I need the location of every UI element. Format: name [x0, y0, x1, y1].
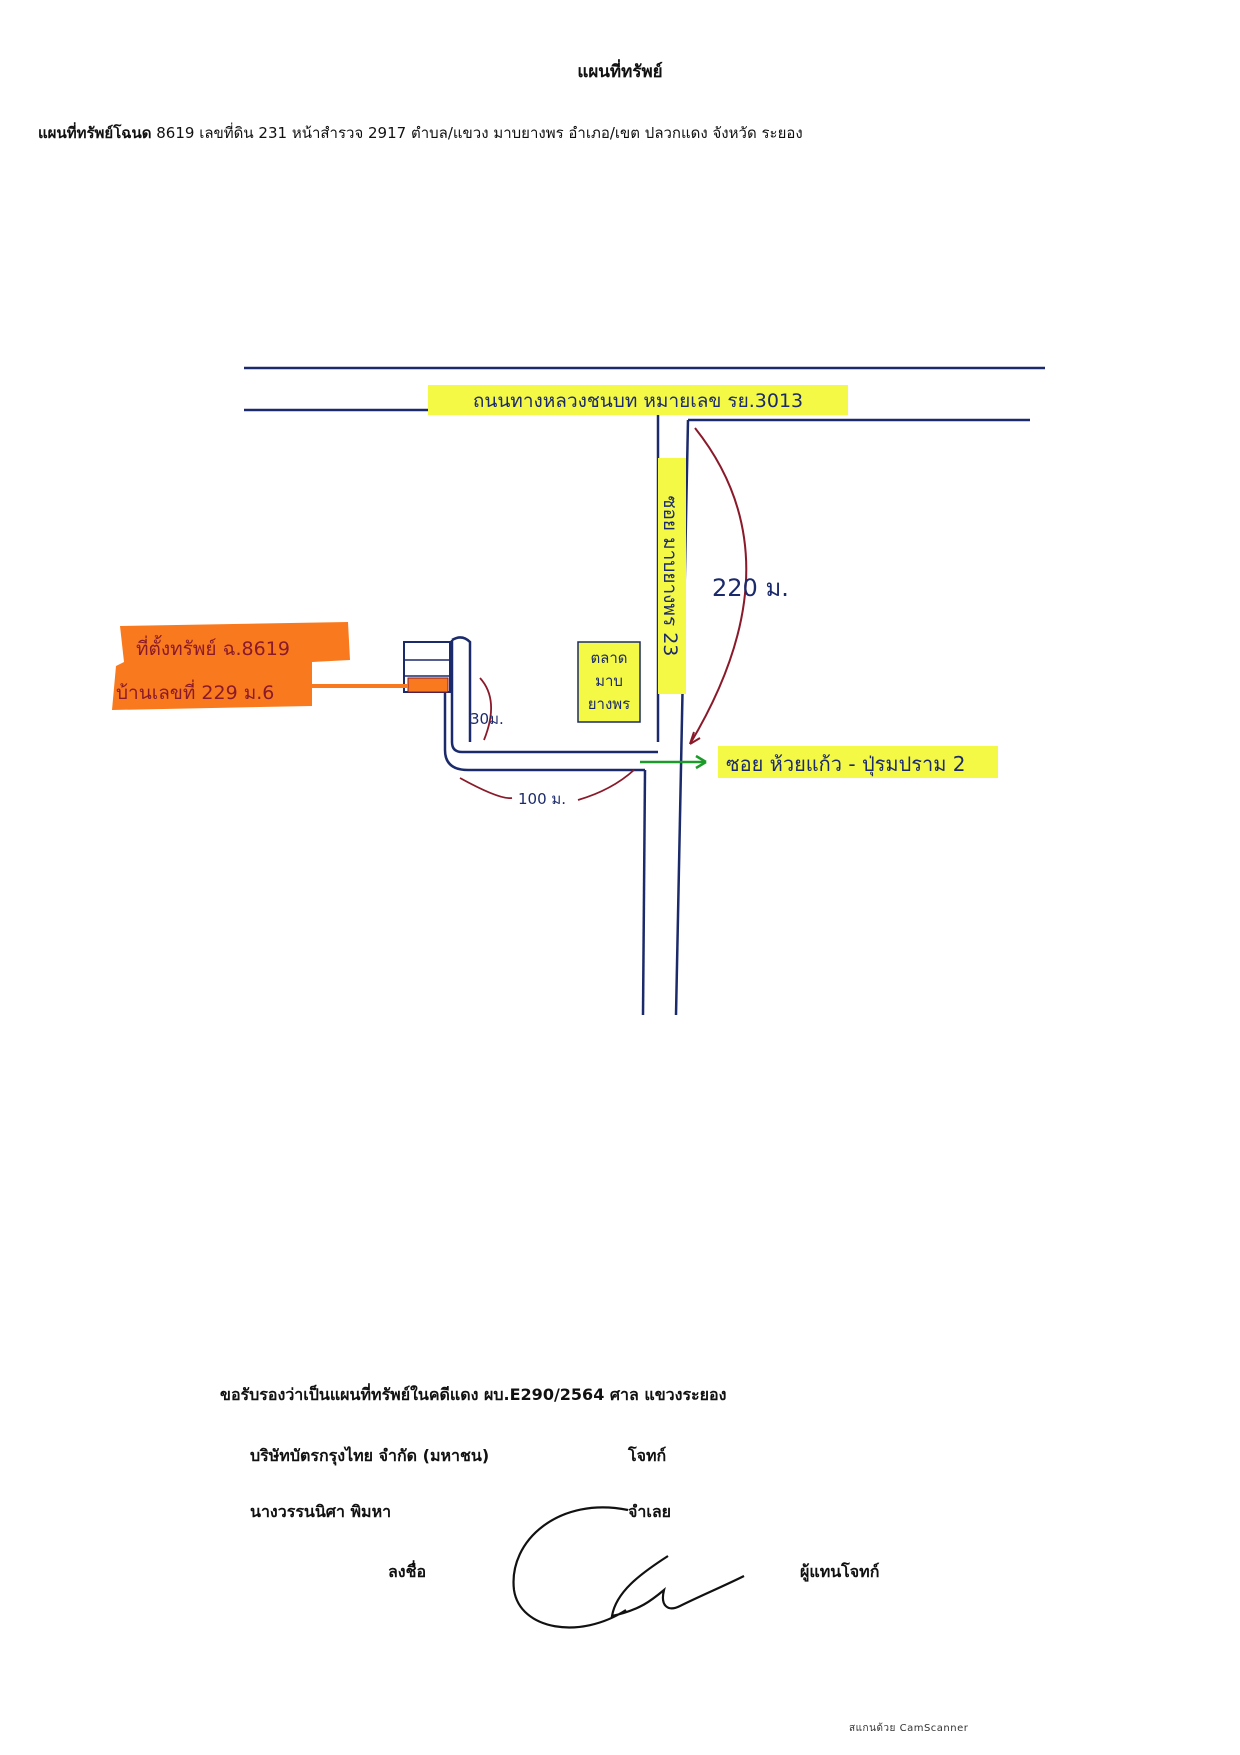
defendant-role: จำเลย — [628, 1502, 672, 1521]
side-road-lower-edge — [443, 642, 645, 772]
soi-vertical-label-highlight — [658, 458, 686, 694]
property-label-line-1: ที่ตั้งทรัพย์ ฉ.8619 — [136, 635, 290, 660]
soi-left-edge-lower — [641, 769, 647, 1016]
side-road-label: ซอย ห้วยแก้ว - ปุ่รมปราม 2 — [726, 752, 966, 777]
plaintiff-role: โจทก์ — [628, 1446, 667, 1465]
distance-100-arc-right — [577, 769, 635, 801]
main-road-label-highlight — [428, 385, 848, 415]
distance-100-arc-left — [459, 777, 513, 800]
property-label-highlight — [112, 622, 350, 710]
document-title: แผนที่ทรัพย์ — [577, 62, 663, 82]
side-road-arrowhead — [695, 754, 707, 770]
sign-role: ผู้แทนโจทก์ — [800, 1562, 880, 1581]
distance-220-arc — [689, 427, 748, 745]
main-road-label: ถนนทางหลวงชนบท หมายเลข รย.3013 — [473, 390, 803, 412]
distance-30-arc — [479, 677, 493, 741]
side-road-upper-edge — [450, 640, 658, 754]
header-details: 8619 เลขที่ดิน 231 หน้าสำรวจ 2917 ตำบล/แ… — [151, 124, 803, 142]
market-label-line-1: ตลาด — [590, 649, 627, 667]
defendant-name: นางวรรนนิศา พิมหา — [250, 1502, 392, 1521]
plaintiff-name: บริษัทบัตรกรุงไทย จำกัด (มหาชน) — [250, 1446, 490, 1465]
distance-100-label: 100 ม. — [518, 790, 566, 808]
property-label-line-2: บ้านเลขที่ 229 ม.6 — [116, 679, 274, 704]
distance-220-label: 220 ม. — [712, 574, 789, 602]
property-header: แผนที่ทรัพย์โฉนด 8619 เลขที่ดิน 231 หน้า… — [38, 121, 803, 145]
market-box — [577, 641, 641, 723]
header-bold-prefix: แผนที่ทรัพย์โฉนด — [38, 124, 152, 142]
market-label-line-3: ยางพร — [588, 695, 630, 713]
distance-220-arrowhead — [689, 731, 701, 745]
certification-statement: ขอรับรองว่าเป็นแผนที่ทรัพย์ในคดีแดง ผบ.E… — [220, 1385, 727, 1404]
distance-30-label: 30ม. — [470, 710, 504, 728]
soi-vertical-label: ซอย มาบยางพร 23 — [659, 496, 681, 657]
signature-mark — [512, 1506, 745, 1629]
side-road-label-highlight — [718, 746, 998, 778]
market-label-line-2: มาบ — [595, 672, 623, 690]
side-road-end — [451, 636, 472, 742]
sign-label: ลงชื่อ — [388, 1562, 427, 1581]
scanner-watermark: สแกนด้วย CamScanner — [849, 1723, 969, 1734]
property-plot-marker — [407, 677, 449, 693]
